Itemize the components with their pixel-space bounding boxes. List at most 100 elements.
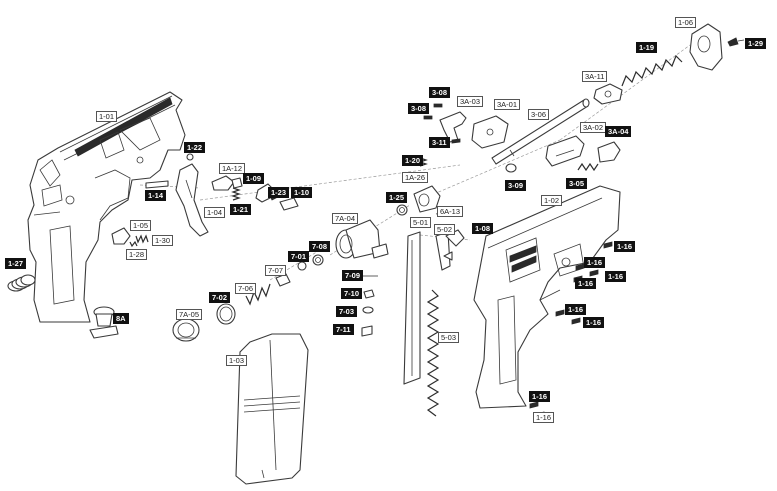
label-3a-01: 3A-01 — [494, 99, 521, 110]
label-3a-02: 3A-02 — [580, 122, 607, 133]
pin-part-3-08-b — [423, 115, 433, 120]
label-1-02: 1-02 — [541, 195, 563, 206]
label-5-01: 5-01 — [410, 217, 432, 228]
label-1a-12: 1A-12 — [219, 163, 246, 174]
label-1-20: 1-20 — [402, 155, 424, 166]
label-3-08-a: 3-08 — [429, 87, 451, 98]
screw-part-8a — [89, 306, 119, 339]
barrel-part-3-06 — [491, 98, 590, 165]
part-7-11 — [361, 325, 373, 337]
part-7-10 — [363, 289, 375, 299]
label-1-16-a: 1-16 — [614, 241, 636, 252]
spring-part-1-21 — [231, 187, 241, 201]
label-3-09: 3-09 — [505, 180, 527, 191]
part-3a-03 — [439, 111, 467, 143]
label-5-03: 5-03 — [438, 332, 460, 343]
label-1-21: 1-21 — [230, 204, 252, 215]
label-3-08-b: 3-08 — [408, 103, 430, 114]
label-1-01: 1-01 — [96, 111, 118, 122]
label-7-06: 7-06 — [235, 283, 257, 294]
label-1-16-b: 1-16 — [584, 257, 606, 268]
cap-part-7a-05 — [172, 318, 200, 342]
label-1-23: 1-23 — [268, 187, 290, 198]
label-1-08: 1-08 — [472, 223, 494, 234]
label-3a-03: 3A-03 — [457, 96, 484, 107]
label-7-09: 7-09 — [342, 270, 364, 281]
label-1-16-f: 1-16 — [583, 317, 605, 328]
label-1-05: 1-05 — [130, 220, 152, 231]
label-1-25: 1-25 — [386, 192, 408, 203]
part-1-06 — [689, 23, 723, 71]
label-5-02: 5-02 — [434, 224, 456, 235]
label-1-10: 1-10 — [291, 187, 313, 198]
label-1-19: 1-19 — [636, 42, 658, 53]
spring-part-1-30 — [135, 234, 149, 244]
label-8a: 8A — [113, 313, 129, 324]
part-3-11 — [451, 138, 461, 144]
label-1-09: 1-09 — [243, 173, 265, 184]
label-1-28: 1-28 — [126, 249, 148, 260]
part-1-05 — [111, 227, 131, 245]
ring-part-7-02 — [216, 303, 236, 325]
label-3-11: 3-11 — [429, 137, 450, 148]
grip-panel-part-1-03 — [235, 333, 309, 485]
label-3a-11: 3A-11 — [582, 71, 608, 82]
label-7-02: 7-02 — [209, 292, 231, 303]
spring-part-1-19 — [621, 54, 683, 87]
label-1-04: 1-04 — [204, 207, 226, 218]
label-7a-05: 7A-05 — [176, 309, 203, 320]
part-1a-26 — [413, 185, 441, 213]
trigger-part-1-04 — [175, 163, 209, 237]
label-1-16-e: 1-16 — [565, 304, 587, 315]
pin-part-1-14 — [145, 180, 169, 189]
label-1-14: 1-14 — [145, 190, 167, 201]
spring-part-1-27 — [7, 274, 36, 292]
ring-part-7-01 — [297, 261, 307, 271]
label-7-01: 7-01 — [288, 251, 310, 262]
part-1-28 — [129, 240, 138, 248]
pin-part-3-08-a — [433, 103, 443, 108]
follower-part-5-02 — [435, 231, 453, 271]
part-7-03 — [362, 306, 374, 314]
ring-part-1-25 — [396, 204, 408, 216]
label-1-16-d: 1-16 — [575, 278, 597, 289]
label-6a-13: 6A-13 — [437, 206, 464, 217]
label-7-08: 7-08 — [309, 241, 331, 252]
label-1-16-h: 1-16 — [533, 412, 555, 423]
part-1-10 — [279, 197, 299, 211]
part-3a-04 — [597, 141, 621, 163]
magazine-part-5-01 — [403, 231, 421, 385]
label-1-30: 1-30 — [152, 235, 174, 246]
part-3a-02 — [545, 135, 585, 167]
label-1-06: 1-06 — [675, 17, 697, 28]
label-7a-04: 7A-04 — [332, 213, 359, 224]
frame-part-1-02 — [473, 185, 621, 409]
label-3-06: 3-06 — [528, 109, 550, 120]
ring-part-7-08 — [312, 254, 324, 266]
spring-part-7-06 — [245, 283, 271, 306]
label-3a-04: 3A-04 — [605, 126, 632, 137]
label-1-16-g: 1-16 — [529, 391, 551, 402]
part-3a-11 — [593, 83, 623, 105]
label-7-10: 7-10 — [341, 288, 363, 299]
label-1-03: 1-03 — [226, 355, 248, 366]
spring-part-3-05 — [577, 162, 599, 172]
ring-part-3-09 — [505, 163, 517, 173]
part-1-22 — [186, 153, 194, 161]
label-1-27: 1-27 — [5, 258, 27, 269]
frame-part-1-01 — [27, 91, 186, 323]
spring-part-5-03 — [426, 289, 440, 417]
label-1-16-c: 1-16 — [605, 271, 627, 282]
label-7-03: 7-03 — [336, 306, 358, 317]
label-1-29: 1-29 — [745, 38, 767, 49]
label-7-11: 7-11 — [333, 324, 354, 335]
label-1-22: 1-22 — [184, 142, 206, 153]
part-3a-01 — [471, 115, 509, 149]
label-7-07: 7-07 — [265, 265, 287, 276]
part-1a-12 — [211, 175, 243, 191]
label-3-05: 3-05 — [566, 178, 588, 189]
screw-part-1-29 — [727, 37, 745, 47]
label-1a-26: 1A-26 — [402, 172, 429, 183]
